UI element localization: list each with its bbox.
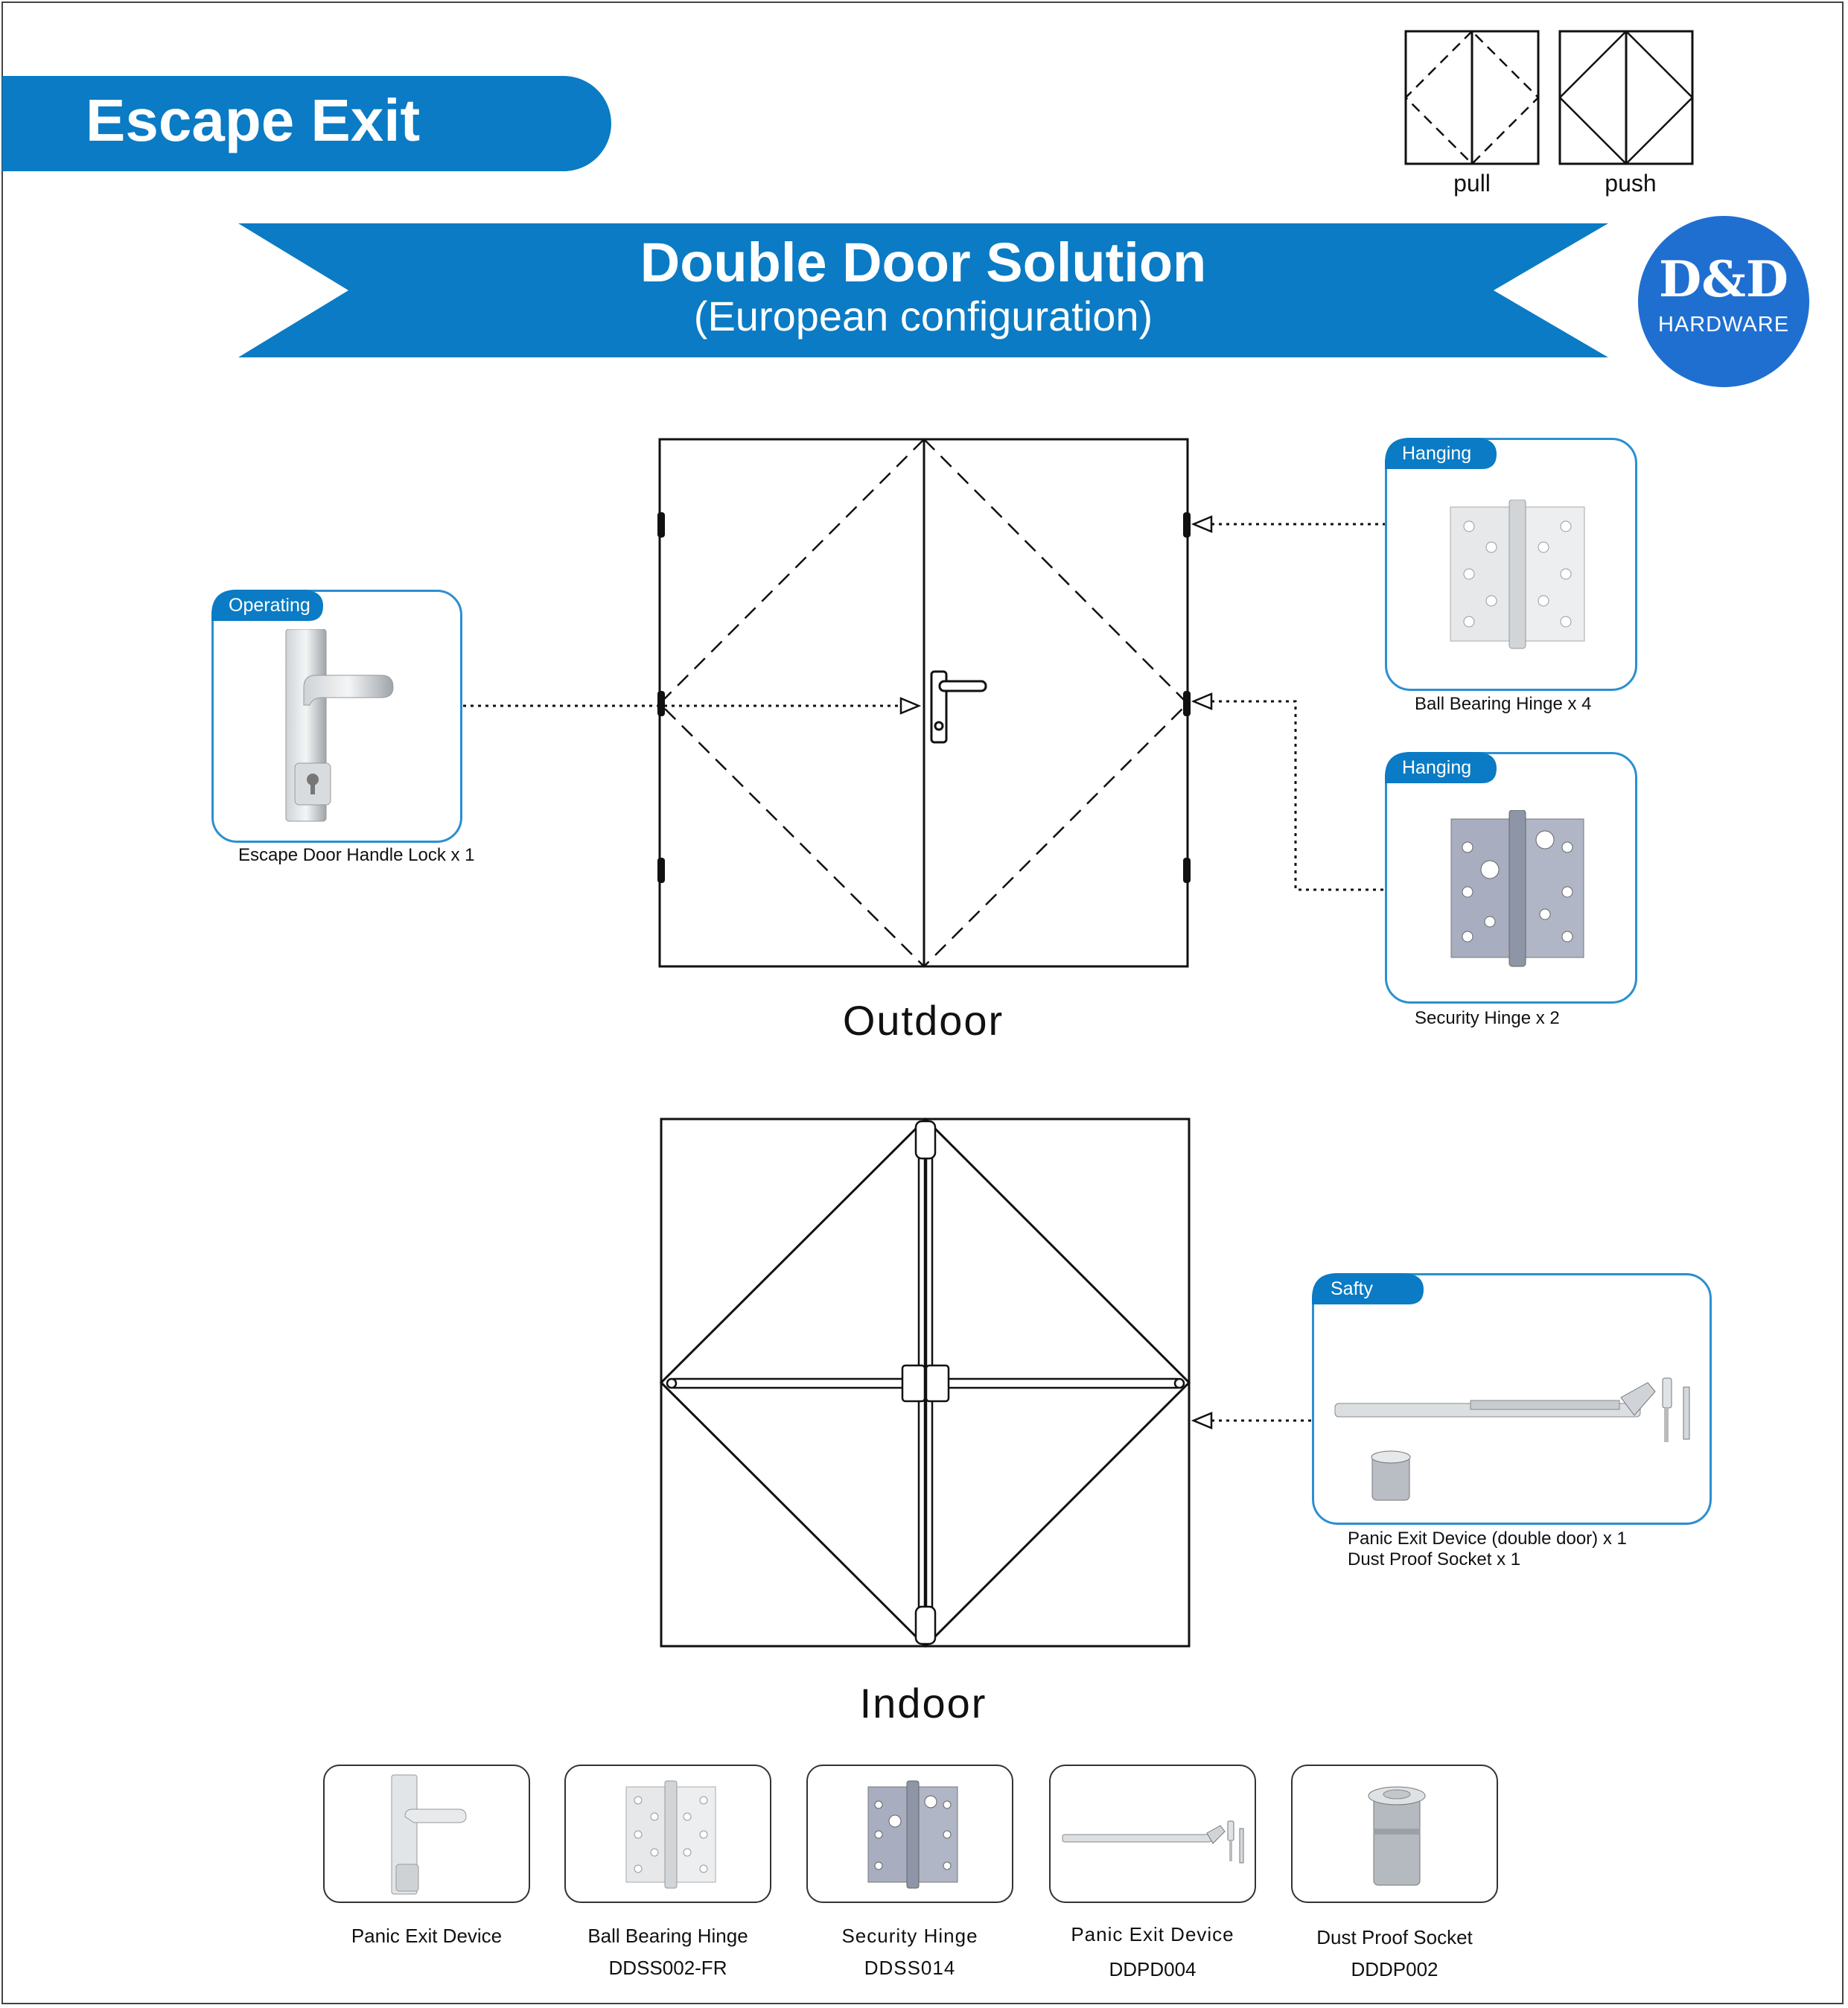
card-tag: Hanging xyxy=(1402,443,1472,464)
product-name: Dust Proof Socket xyxy=(1316,1926,1473,1948)
arrow-safety xyxy=(1191,1412,1213,1429)
product-card-panic-exit-device[interactable] xyxy=(323,1765,530,1903)
connector-security-hinge xyxy=(1211,700,1385,891)
left-leaf-swing-lines xyxy=(658,439,925,967)
banner-subtitle: (European configuration) xyxy=(693,293,1153,340)
arrow-operating xyxy=(899,697,922,715)
right-leaf-swing-lines xyxy=(923,439,1189,967)
logo-mark: D&D xyxy=(1658,250,1789,308)
indoor-door-diagram xyxy=(659,1117,1191,1648)
product-code: DDSS002-FR xyxy=(608,1957,727,1979)
push-legend-icon xyxy=(1558,30,1694,165)
card-tab xyxy=(1385,752,1497,783)
dd-hardware-logo: D&D HARDWARE xyxy=(1638,216,1809,387)
safety-caption-line1: Panic Exit Device (double door) x 1 xyxy=(1348,1529,1627,1549)
product-card-dust-proof-socket[interactable] xyxy=(1291,1765,1498,1903)
push-label: push xyxy=(1605,170,1657,197)
logo-word: HARDWARE xyxy=(1657,313,1790,337)
banner-title: Double Door Solution xyxy=(640,232,1207,293)
card-tab xyxy=(1385,438,1497,469)
card-tag: Hanging xyxy=(1402,757,1472,778)
dust-proof-socket-thumb xyxy=(1368,1786,1426,1886)
product-name: Ball Bearing Hinge xyxy=(587,1925,748,1947)
security-hinge-card: Hanging xyxy=(1385,752,1637,1004)
door-swing-legend xyxy=(1404,30,1694,165)
security-hinge-caption: Security Hinge x 2 xyxy=(1415,1008,1560,1028)
banner-ribbon xyxy=(238,223,1608,357)
arrow-security-hinge xyxy=(1191,692,1213,710)
ball-bearing-hinge-image xyxy=(1450,500,1585,649)
hinge-marks xyxy=(657,512,1191,883)
escape-door-handle-lock-image xyxy=(285,629,394,822)
swing-diamond xyxy=(659,1117,1191,1648)
product-card-security-hinge[interactable] xyxy=(806,1765,1013,1903)
header-tab xyxy=(2,76,611,171)
product-name: Security Hinge xyxy=(841,1925,978,1947)
ball-bearing-hinge-caption: Ball Bearing Hinge x 4 xyxy=(1415,694,1592,714)
card-tab xyxy=(1312,1273,1424,1304)
pull-legend-icon xyxy=(1404,30,1540,165)
card-tag: Operating xyxy=(229,595,310,616)
arrow-ball-hinge xyxy=(1191,515,1213,533)
operating-card: Operating xyxy=(211,590,462,843)
ball-bearing-hinge-thumb xyxy=(625,1780,716,1889)
outdoor-door-diagram xyxy=(657,438,1191,968)
product-code: DDSS014 xyxy=(864,1957,956,1979)
operating-caption: Escape Door Handle Lock x 1 xyxy=(238,845,475,865)
security-hinge-image xyxy=(1450,810,1584,967)
outdoor-label: Outdoor xyxy=(842,997,1004,1044)
ball-bearing-hinge-card: Hanging xyxy=(1385,438,1637,691)
card-tab xyxy=(211,590,323,621)
security-hinge-thumb xyxy=(867,1780,958,1889)
product-name: Panic Exit Device xyxy=(351,1925,503,1947)
product-card-panic-exit-device-ddpd004[interactable] xyxy=(1049,1765,1256,1903)
panic-exit-handle-image xyxy=(391,1774,467,1895)
product-code: DDPD004 xyxy=(1109,1958,1197,1980)
safety-card: Safty xyxy=(1312,1273,1712,1525)
pull-label: pull xyxy=(1453,170,1491,197)
header-title: Escape Exit xyxy=(86,87,421,153)
crossbar-device xyxy=(666,1364,1185,1403)
product-code: DDDP002 xyxy=(1351,1958,1438,1980)
door-handle-icon xyxy=(930,670,987,744)
panic-exit-bar-thumb xyxy=(1062,1820,1244,1864)
product-card-ball-bearing-hinge[interactable] xyxy=(564,1765,771,1903)
product-name: Panic Exit Device xyxy=(1071,1923,1234,1945)
card-tag: Safty xyxy=(1331,1278,1373,1299)
indoor-label: Indoor xyxy=(859,1680,987,1727)
panic-exit-device-image xyxy=(1334,1377,1690,1501)
safety-caption-line2: Dust Proof Socket x 1 xyxy=(1348,1549,1521,1569)
